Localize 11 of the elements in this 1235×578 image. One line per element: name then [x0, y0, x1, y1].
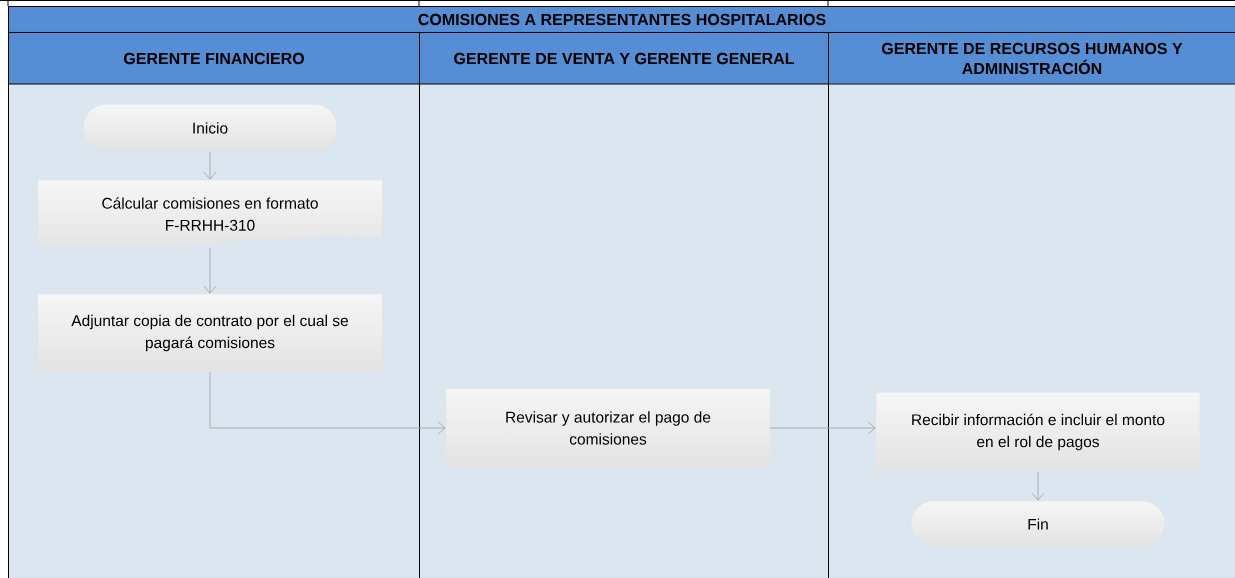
terminator: Inicio	[82, 103, 338, 153]
terminator: Fin	[910, 500, 1166, 548]
title-banner: COMISIONES A REPRESENTANTES HOSPITALARIOS	[8, 6, 1235, 33]
arrow	[209, 371, 446, 435]
arrow	[203, 247, 217, 294]
process-box: Revisar y autorizar el pago de comisiones	[445, 388, 771, 468]
arrow	[1031, 471, 1045, 501]
process-box: Recibir información e incluir el monto en el rol de pagos	[875, 391, 1201, 473]
arrow	[769, 421, 876, 435]
process-box: Adjuntar copia de contrato por el cual se pagará comisiones	[37, 293, 383, 373]
arrow	[203, 151, 217, 180]
